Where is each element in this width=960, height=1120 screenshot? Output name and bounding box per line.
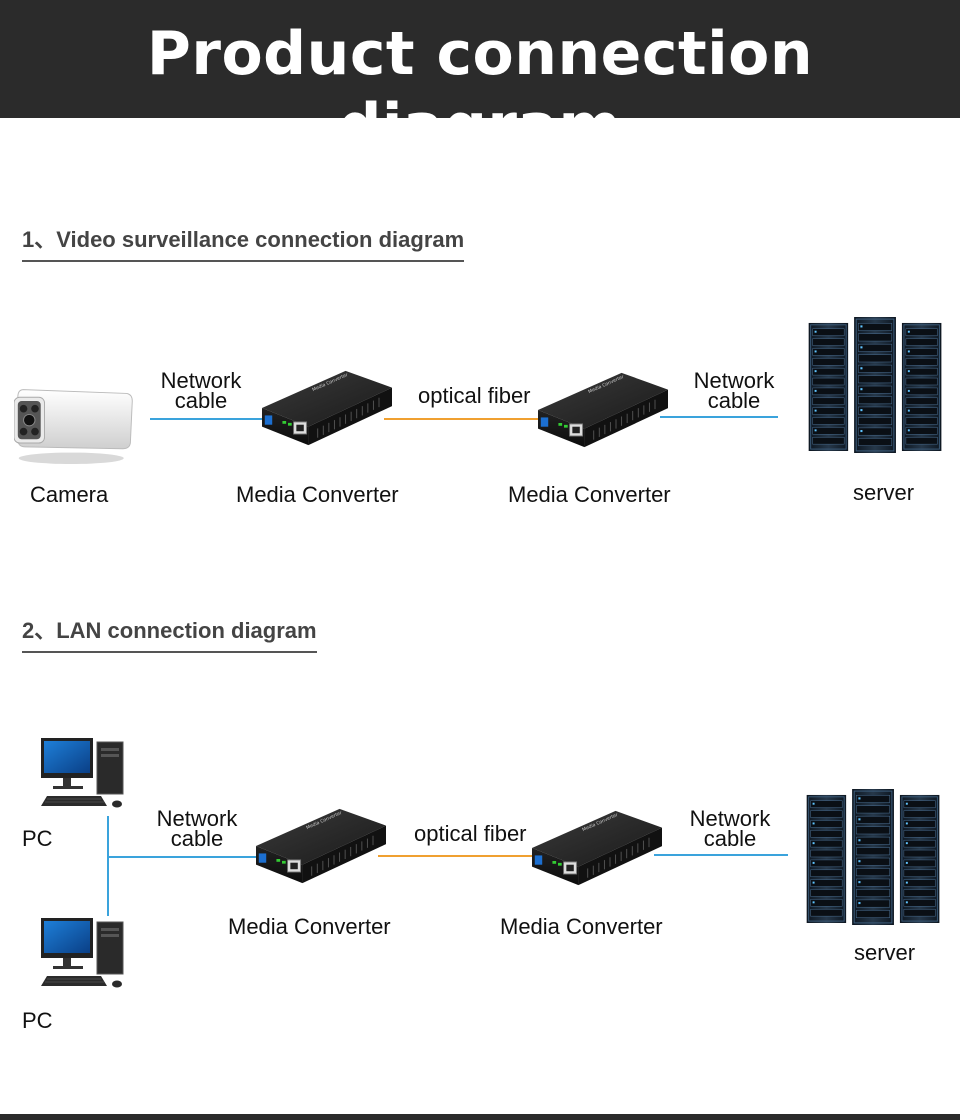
camera-label: Camera xyxy=(30,482,109,507)
network-cable-label-line1: Network xyxy=(160,368,242,393)
pc-label: PC xyxy=(22,1008,53,1033)
media-converter-label: Media Converter xyxy=(236,482,399,507)
network-cable-label-line2: cable xyxy=(174,388,228,413)
server-label: server xyxy=(853,480,915,505)
server-rack-icon xyxy=(808,316,944,454)
media-converter-label: Media Converter xyxy=(508,482,671,507)
media-converter-label: Media Converter xyxy=(228,914,391,939)
optical-fiber-line xyxy=(384,418,542,420)
network-cable-line xyxy=(660,416,778,418)
optical-fiber-label: optical fiber xyxy=(414,821,527,846)
network-cable-label-line1: Network xyxy=(156,806,238,831)
pc-icon xyxy=(40,918,124,989)
section2-heading: 2、LAN connection diagram xyxy=(22,613,317,653)
network-cable-line xyxy=(654,854,788,856)
network-cable-label-line1: Network xyxy=(693,368,775,393)
network-cable-label-line2: cable xyxy=(703,826,757,851)
pc-icon xyxy=(40,738,124,809)
media-converter-icon xyxy=(262,370,392,446)
network-cable-line xyxy=(107,856,262,858)
media-converter-icon xyxy=(532,810,662,886)
bottom-rule xyxy=(0,1114,960,1120)
network-cable-label-line2: cable xyxy=(707,388,761,413)
optical-fiber-line xyxy=(378,855,536,857)
network-cable-line xyxy=(150,418,268,420)
server-rack-icon xyxy=(806,788,942,926)
optical-fiber-label: optical fiber xyxy=(418,383,531,408)
section1-heading: 1、Video surveillance connection diagram xyxy=(22,222,465,262)
camera-icon xyxy=(14,389,133,465)
network-cable-label-line2: cable xyxy=(170,826,224,851)
media-converter-icon xyxy=(256,808,386,884)
header-banner xyxy=(0,0,960,118)
pc-label: PC xyxy=(22,826,53,851)
page-title: Product connection diagram xyxy=(146,19,814,161)
network-cable-line xyxy=(107,816,109,916)
server-label: server xyxy=(854,940,916,965)
network-cable-label-line1: Network xyxy=(689,806,771,831)
media-converter-icon xyxy=(538,372,668,448)
media-converter-label: Media Converter xyxy=(500,914,663,939)
